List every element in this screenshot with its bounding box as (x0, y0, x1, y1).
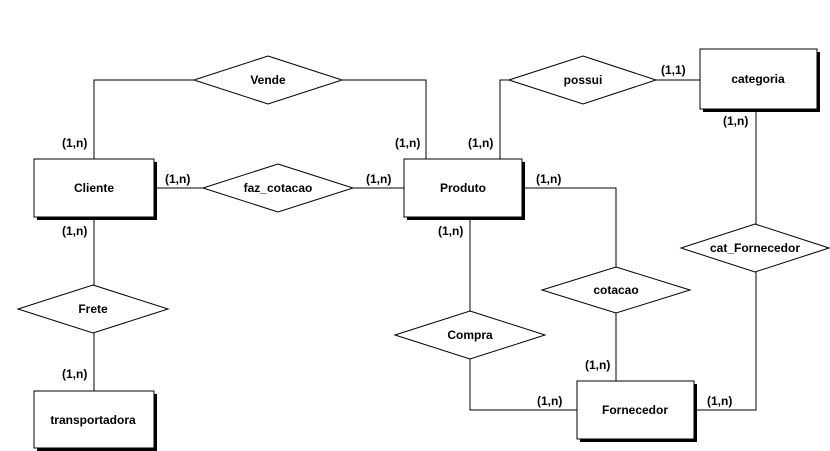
relationship-possui[interactable]: possui (507, 55, 658, 105)
entity-categoria-label: categoria (731, 72, 785, 86)
cardinality-cat-fornecedor-categoria: (1,n) (723, 114, 748, 128)
cardinality-compra-produto: (1,n) (438, 224, 463, 238)
cardinality-possui-produto: (1,n) (468, 136, 493, 150)
cardinality-vende-cliente: (1,n) (62, 136, 87, 150)
cardinality-possui-categoria: (1,1) (661, 63, 686, 77)
entity-produto-label: Produto (440, 181, 486, 195)
cardinality-frete-transportadora: (1,n) (62, 367, 87, 381)
entity-cliente[interactable]: Cliente (33, 158, 157, 220)
cardinality-labels: (1,n) (1,n) (1,n) (1,1) (1,n) (1,n) (1,n… (62, 63, 748, 408)
relationship-faz-cotacao-label: faz_cotacao (244, 181, 313, 195)
relationship-vende[interactable]: Vende (192, 55, 344, 105)
cardinality-cat-fornecedor-fornecedor: (1,n) (707, 394, 732, 408)
entity-fornecedor[interactable]: Fornecedor (576, 380, 697, 442)
cardinality-cotacao-fornecedor: (1,n) (585, 358, 610, 372)
entity-categoria[interactable]: categoria (699, 48, 820, 112)
edge-produto-possui (499, 79, 509, 159)
relationship-cotacao[interactable]: cotacao (540, 266, 692, 314)
entity-fornecedor-label: Fornecedor (602, 403, 668, 417)
entity-cliente-label: Cliente (74, 181, 114, 195)
entity-transportadora[interactable]: transportadora (33, 390, 157, 451)
edge-cat-fornecedor-fornecedor (694, 272, 757, 411)
relationship-frete-label: Frete (78, 302, 108, 316)
edge-compra-fornecedor (469, 359, 577, 411)
cardinality-frete-cliente: (1,n) (62, 224, 87, 238)
cardinality-faz-cotacao-produto: (1,n) (366, 172, 391, 186)
cardinality-compra-fornecedor: (1,n) (537, 394, 562, 408)
relationship-cat-fornecedor-label: cat_Fornecedor (710, 241, 800, 255)
cardinality-faz-cotacao-cliente: (1,n) (165, 172, 190, 186)
entity-transportadora-label: transportadora (50, 413, 136, 427)
entity-produto[interactable]: Produto (403, 158, 525, 220)
relationship-cat-fornecedor[interactable]: cat_Fornecedor (679, 223, 830, 273)
relationship-possui-label: possui (564, 73, 603, 87)
edge-vende-produto (342, 79, 427, 159)
edge-produto-cotacao (522, 187, 617, 267)
relationship-compra[interactable]: Compra (393, 310, 547, 360)
edge-cliente-vende (93, 79, 194, 159)
connector-lines (93, 79, 757, 411)
relationship-compra-label: Compra (447, 328, 493, 342)
cardinality-cotacao-produto: (1,n) (536, 172, 561, 186)
relationship-cotacao-label: cotacao (593, 283, 638, 297)
cardinality-vende-produto: (1,n) (395, 136, 420, 150)
relationship-frete[interactable]: Frete (16, 284, 170, 334)
relationship-faz-cotacao[interactable]: faz_cotacao (201, 163, 355, 213)
relationship-vende-label: Vende (250, 73, 286, 87)
